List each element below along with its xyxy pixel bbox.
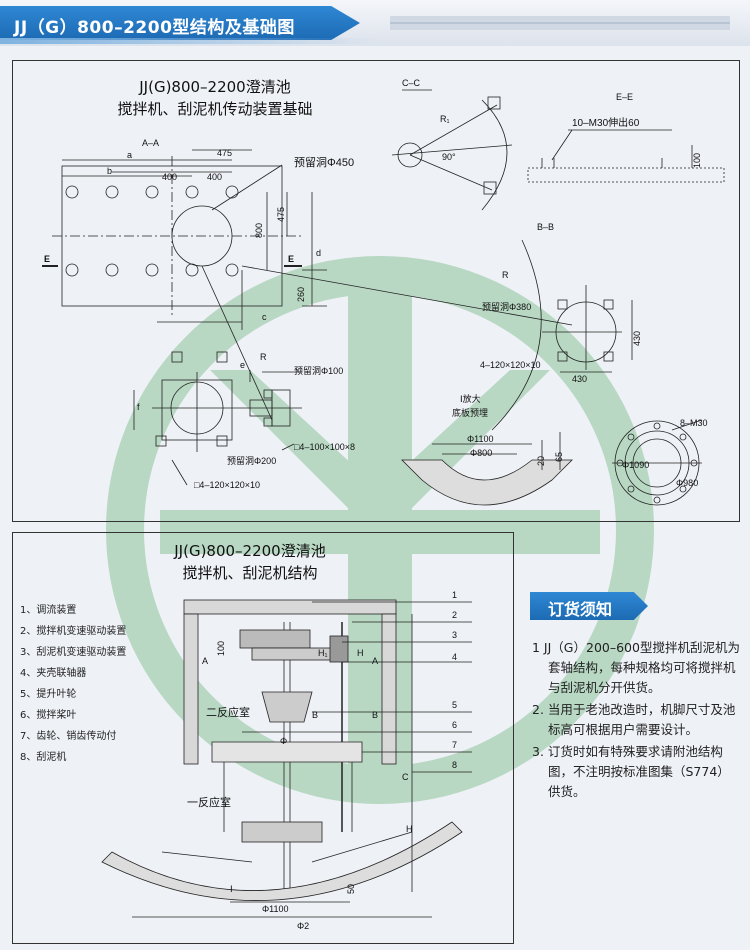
structure-legend: 1、调流装置 2、搅拌机变速驱动装置 3、刮泥机变速驱动装置 4、夹壳联轴器 5…	[20, 600, 126, 768]
label-a-left: A	[202, 656, 208, 666]
title-banner: JJ（G）800–2200型结构及基础图	[0, 6, 360, 40]
label-m30-8: 8–M30	[680, 418, 708, 428]
label-b-right: B	[372, 710, 378, 720]
label-m30-60: 10–M30伸出60	[572, 116, 640, 129]
label-section-ee: E–E	[616, 92, 633, 102]
foundation-panel	[12, 60, 740, 522]
label-d800: Φ800	[470, 448, 492, 458]
label-c: c	[262, 312, 267, 322]
label-d1100: Φ1100	[262, 904, 289, 914]
watermark-logo	[106, 256, 654, 804]
label-b-left: B	[312, 710, 318, 720]
structure-drawing: 1 2 3 4 5 6 7 8 A A 100 H₁ H 二反应室 B B Φ …	[101, 590, 472, 931]
label-100: 100	[692, 153, 702, 168]
header-decoration	[390, 16, 730, 30]
label-d1090: Φ1090	[622, 460, 649, 470]
structure-title: JJ(G)800–2200澄清池 搅拌机、刮泥机结构	[150, 540, 350, 584]
notice-banner: 订货须知	[530, 592, 648, 620]
notice-title: 订货须知	[548, 600, 613, 619]
label-65: 65	[554, 452, 564, 462]
label-first-chamber: 一反应室	[187, 795, 231, 809]
label-90deg: 90°	[442, 152, 456, 162]
label-d980: Φ980	[676, 478, 698, 488]
legend-item: 8、刮泥机	[20, 752, 67, 763]
legend-item: 5、提升叶轮	[20, 689, 77, 700]
label-d1100: Φ1100	[467, 434, 494, 444]
label-r1: R₁	[440, 114, 450, 124]
label-hole-380: 预留洞Φ380	[482, 301, 531, 312]
legend-item: 7、齿轮、销齿传动付	[20, 731, 117, 742]
notice-item-3: 3. 订货时如有特殊要求请附池结构图，不注明按标准图集（S774）供货。	[532, 744, 730, 799]
label-20: 20	[536, 456, 546, 466]
legend-item: 4、夹壳联轴器	[20, 668, 87, 679]
foundation-title-line1: JJ(G)800–2200澄清池	[139, 78, 291, 96]
callout-5: 5	[452, 700, 457, 710]
callout-8: 8	[452, 760, 457, 770]
label-b: b	[107, 166, 112, 176]
label-400-1: 400	[162, 172, 177, 182]
label-second-chamber: 二反应室	[206, 705, 250, 719]
label-sq-120b: 4–120×120×10	[480, 360, 541, 370]
label-e-small: e	[240, 360, 245, 370]
label-h: H	[357, 648, 364, 658]
label-section-aa: A–A	[142, 138, 159, 148]
label-f: f	[137, 402, 140, 412]
notice-item-1: 1 JJ（G）200–600型搅拌机刮泥机为套轴结构，每种规格均可将搅拌机与刮泥…	[532, 640, 740, 695]
label-h1: H₁	[318, 648, 328, 658]
label-e-right: E	[288, 254, 294, 264]
callout-1: 1	[452, 590, 457, 600]
label-sq-120: □4–120×120×10	[194, 480, 260, 490]
label-50: 50	[346, 884, 356, 894]
callout-3: 3	[452, 630, 457, 640]
label-800: 800	[254, 223, 264, 238]
label-100: 100	[216, 641, 226, 656]
label-475-side: 475	[276, 207, 286, 222]
callout-6: 6	[452, 720, 457, 730]
label-hole-100: 预留洞Φ100	[294, 365, 343, 376]
legend-item: 6、搅拌桨叶	[20, 710, 77, 721]
label-h-big: H	[406, 824, 413, 834]
foundation-title: JJ(G)800–2200澄清池 搅拌机、刮泥机传动装置基础	[110, 76, 320, 120]
foundation-title-line2: 搅拌机、刮泥机传动装置基础	[117, 100, 313, 118]
label-r-b: R	[502, 270, 509, 280]
label-roman-i: Ⅰ	[230, 884, 233, 894]
notice-item-2: 2. 当用于老池改造时，机脚尺寸及池标高可根据用户需要设计。	[532, 702, 736, 737]
page-title: JJ（G）800–2200型结构及基础图	[14, 18, 295, 38]
label-d2: Φ2	[297, 921, 309, 931]
label-260: 260	[296, 287, 306, 302]
label-detail-i2: 底板预埋	[452, 407, 488, 418]
callout-7: 7	[452, 740, 457, 750]
label-c: C	[402, 772, 409, 782]
label-430-v: 430	[632, 331, 642, 346]
label-a-right: A	[372, 656, 378, 666]
legend-item: 2、搅拌机变速驱动装置	[20, 626, 127, 637]
legend-item: 3、刮泥机变速驱动装置	[20, 647, 127, 658]
label-400-2: 400	[207, 172, 222, 182]
notice-body: 1 JJ（G）200–600型搅拌机刮泥机为套轴结构，每种规格均可将搅拌机与刮泥…	[532, 638, 742, 804]
label-475-top: 475	[217, 148, 232, 158]
label-430-h: 430	[572, 374, 587, 384]
label-d: d	[316, 248, 321, 258]
label-hole-200: 预留洞Φ200	[227, 455, 276, 466]
label-a: a	[127, 150, 132, 160]
structure-panel	[12, 532, 514, 944]
label-phi: Φ	[280, 736, 287, 746]
label-section-bb: B–B	[537, 222, 554, 232]
structure-title-line1: JJ(G)800–2200澄清池	[174, 542, 326, 560]
label-detail-i: Ⅰ放大	[460, 393, 481, 404]
structure-title-line2: 搅拌机、刮泥机结构	[182, 564, 318, 582]
title-underline	[0, 38, 380, 44]
label-section-cc: C–C	[402, 78, 421, 88]
label-e-left: E	[44, 254, 50, 264]
label-r: R	[260, 352, 267, 362]
foundation-drawing: A–A a 475 b 400 400 预留洞Φ450 800 475 E E …	[42, 78, 725, 506]
label-sq-100: □4–100×100×8	[294, 442, 355, 452]
legend-item: 1、调流装置	[20, 605, 77, 616]
callout-2: 2	[452, 610, 457, 620]
label-hole-450: 预留洞Φ450	[294, 156, 354, 169]
callout-4: 4	[452, 652, 457, 662]
